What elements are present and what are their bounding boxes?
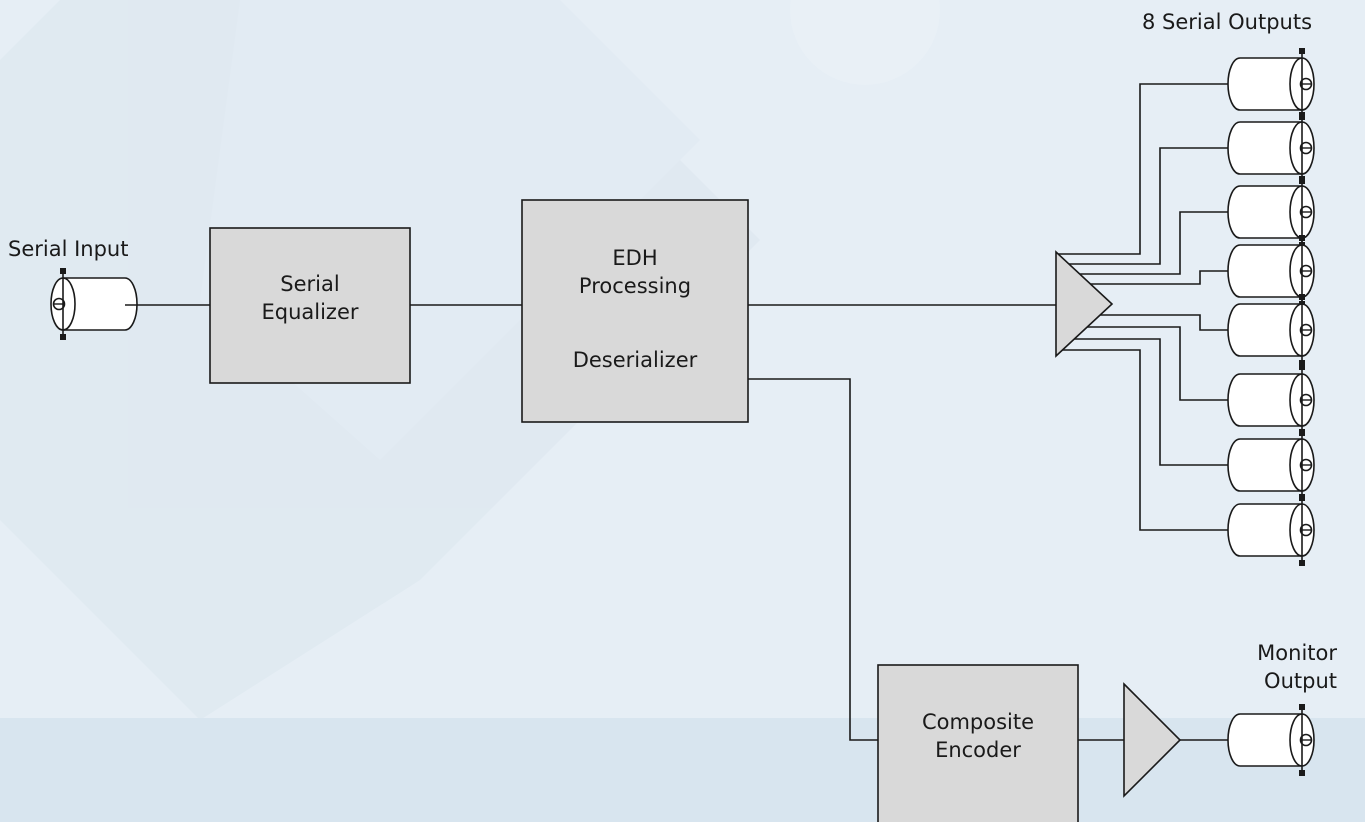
serial-output-connector-2-icon (1227, 111, 1315, 185)
deserializer-label: Deserializer (572, 348, 698, 372)
edh-deserializer-block (521, 199, 749, 423)
monitor-output-label-line2: Output (1264, 669, 1337, 693)
serial-equalizer-block (209, 227, 411, 384)
composite-encoder-block (877, 664, 1079, 822)
serial-output-connector-1-icon (1227, 47, 1315, 121)
serial-output-connector-8-icon (1227, 493, 1315, 567)
monitor-amplifier-icon (1123, 682, 1182, 798)
edh-label-line1: EDH (612, 246, 658, 270)
serial-equalizer-label-line2: Equalizer (261, 300, 359, 324)
serial-output-connector-5-icon (1227, 293, 1315, 367)
wire-edh-to-encoder (748, 378, 878, 741)
serial-output-connector-6-icon (1227, 363, 1315, 437)
distribution-amplifier-icon (1055, 250, 1114, 358)
composite-encoder-label-line1: Composite (921, 710, 1035, 734)
wire-output-6 (1056, 326, 1240, 401)
wire-output-3 (1056, 211, 1240, 275)
serial-equalizer-label: Serial Equalizer (210, 270, 410, 326)
serial-output-connector-7-icon (1227, 428, 1315, 502)
monitor-output-label-line1: Monitor (1257, 641, 1337, 665)
serial-input-label: Serial Input (8, 237, 129, 261)
serial-input-connector-icon (50, 267, 138, 341)
wire-output-4 (1056, 270, 1240, 285)
wire-output-2 (1056, 147, 1240, 265)
edh-label-line2: Processing (578, 274, 692, 298)
composite-encoder-label: Composite Encoder (878, 708, 1078, 764)
serial-outputs-label: 8 Serial Outputs (1142, 10, 1313, 34)
serial-equalizer-label-line1: Serial (280, 272, 340, 296)
edh-block-label: EDH Processing (522, 244, 748, 300)
wire-output-7 (1056, 338, 1240, 466)
monitor-output-connector-icon (1227, 703, 1315, 777)
composite-encoder-label-line2: Encoder (935, 738, 1021, 762)
wire-output-1 (1056, 83, 1240, 255)
wire-output-5 (1056, 314, 1240, 331)
wire-output-8 (1056, 349, 1240, 531)
